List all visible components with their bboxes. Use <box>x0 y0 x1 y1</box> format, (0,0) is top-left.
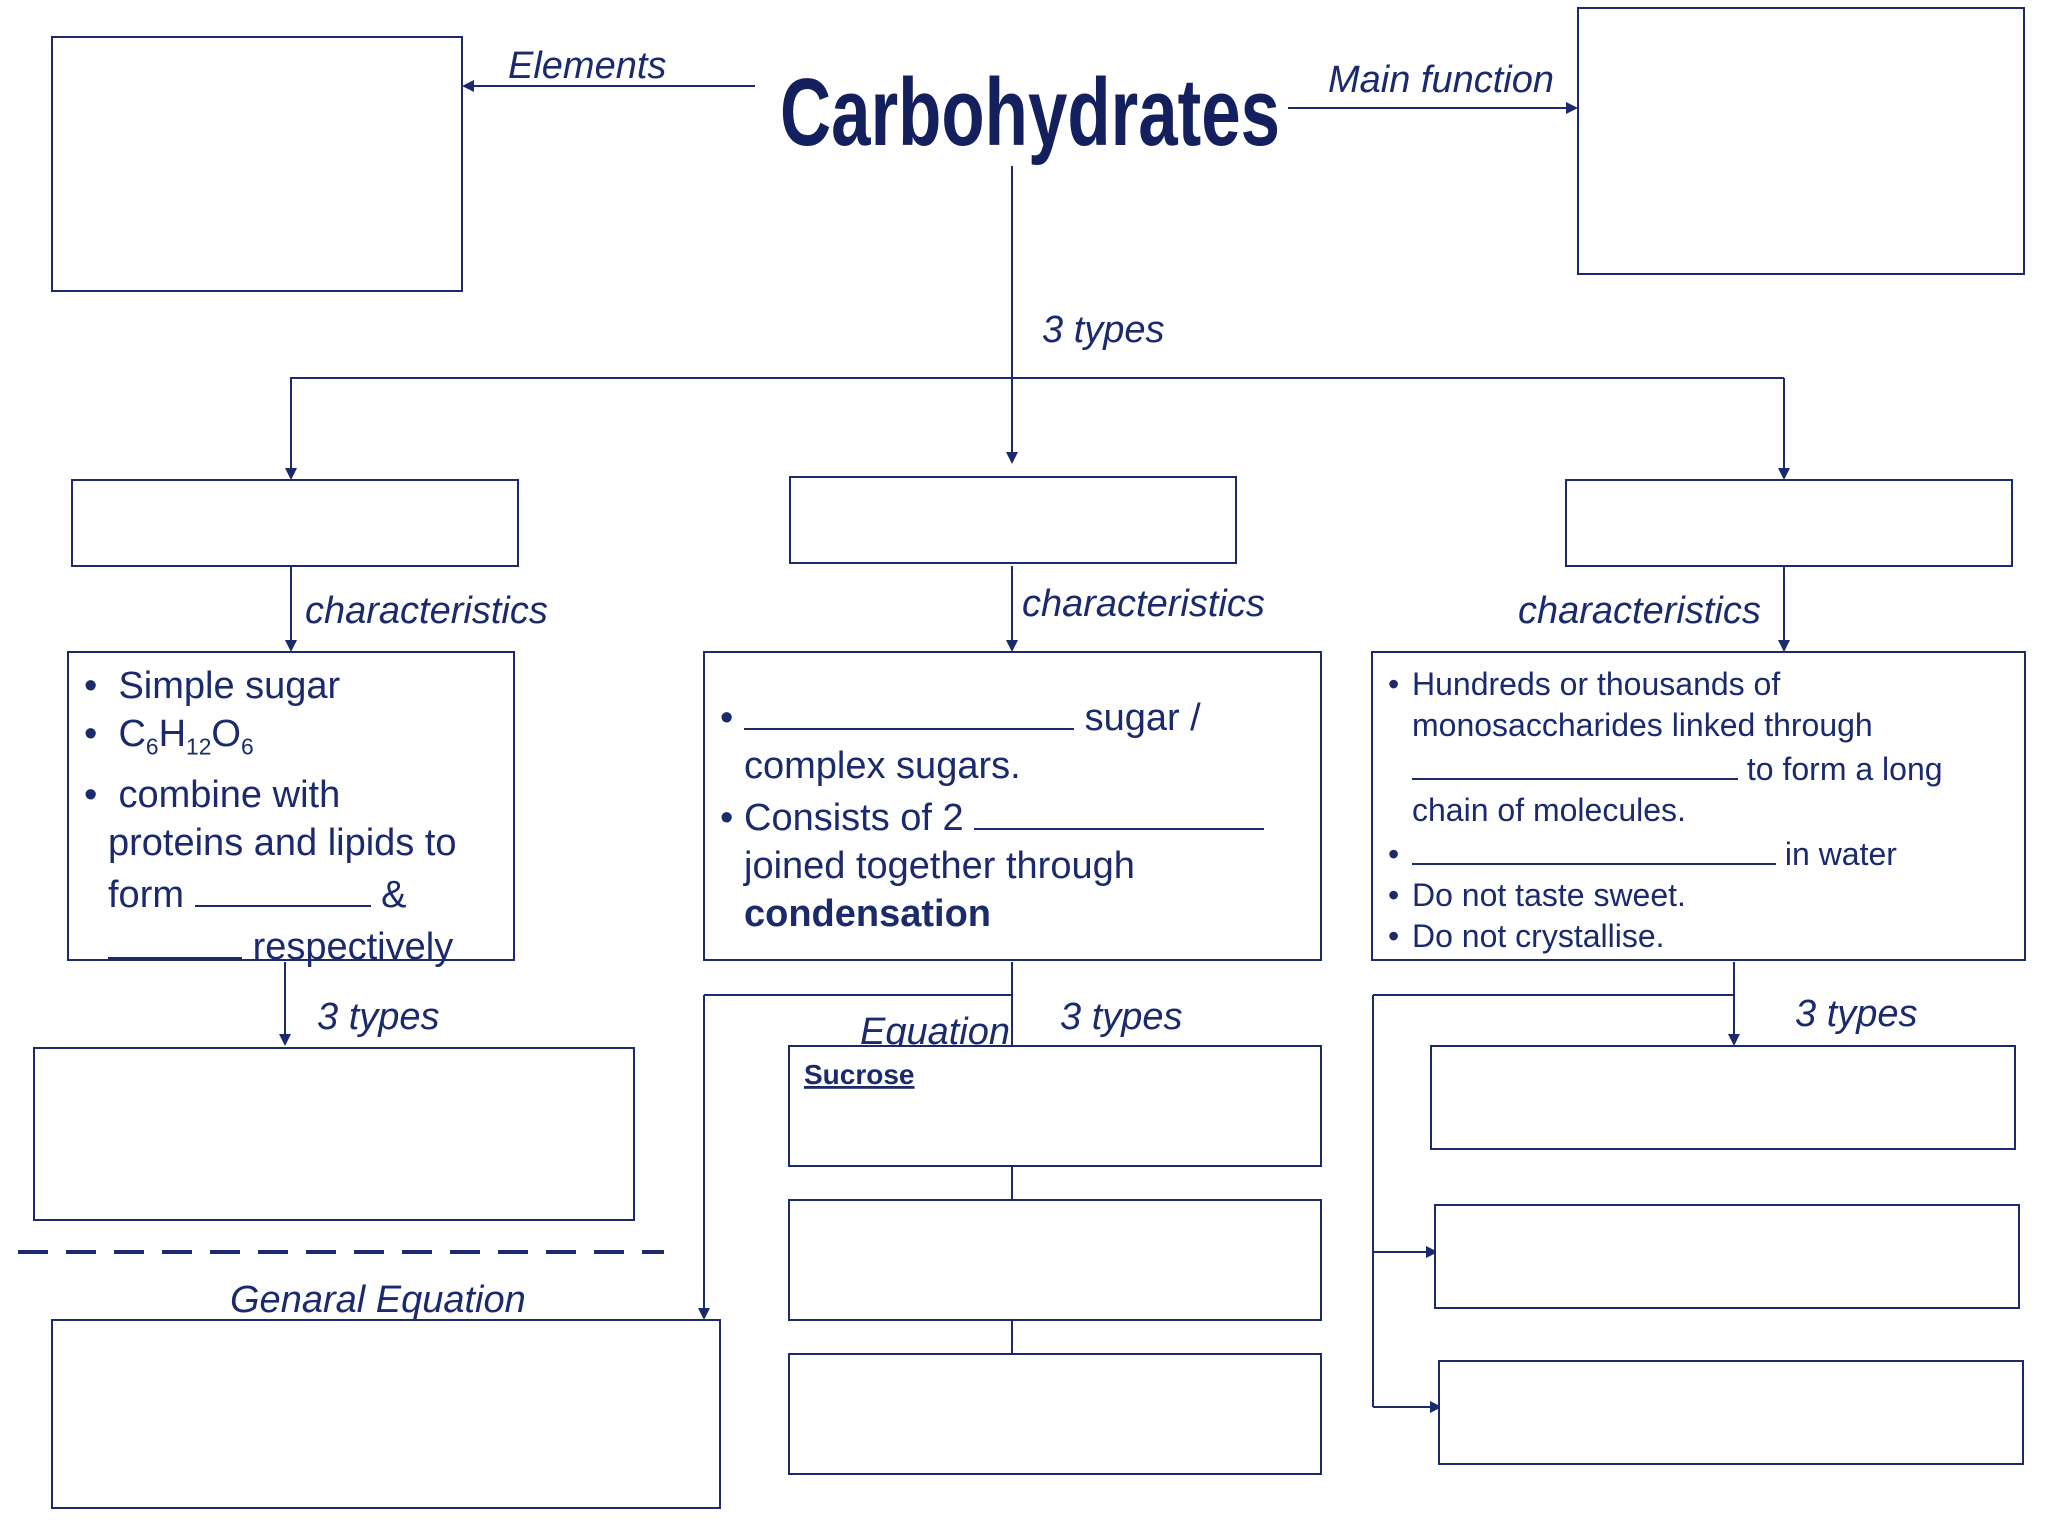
di-type-box-2[interactable] <box>788 1199 1322 1321</box>
list-item-cont: condensation <box>744 893 992 935</box>
di-char-label: characteristics <box>1022 583 1265 625</box>
list-item-cont: form & <box>84 867 504 919</box>
polysaccharide-name-box[interactable] <box>1565 479 2013 567</box>
list-item: • in water <box>1388 831 2018 875</box>
formula-item: • C6H12O6 <box>84 713 254 760</box>
di-characteristics-text: • sugar / complex sugars. •Consists of 2… <box>720 690 1310 938</box>
mono-types-box[interactable] <box>33 1047 635 1221</box>
poly-type-box-2[interactable] <box>1434 1204 2020 1309</box>
list-item: • sugar / <box>720 690 1310 742</box>
blank-field[interactable] <box>194 867 371 907</box>
list-item-cont: chain of molecules. <box>1412 792 1686 828</box>
page-title: Carbohydrates <box>780 59 1280 166</box>
poly-type-box-3[interactable] <box>1438 1360 2024 1465</box>
general-equation-box[interactable] <box>51 1319 721 1509</box>
list-item-cont: complex sugars. <box>744 745 1021 787</box>
monosaccharide-name-box[interactable] <box>71 479 519 567</box>
di-types-label: 3 types <box>1060 996 1183 1038</box>
list-item-cont: to form a long <box>1388 746 2018 790</box>
blank-field[interactable] <box>108 919 242 959</box>
poly-types-label: 3 types <box>1795 993 1918 1035</box>
di-characteristics-box <box>703 651 1322 961</box>
list-item-cont: joined together through <box>744 845 1135 887</box>
list-item: •Hundreds or thousands of <box>1388 666 1781 702</box>
list-item-cont: respectively <box>84 919 504 971</box>
list-item: • Simple sugar <box>84 665 341 707</box>
list-item-cont: proteins and lipids to <box>108 821 457 864</box>
poly-characteristics-text: •Hundreds or thousands of monosaccharide… <box>1388 664 2018 957</box>
sucrose-box[interactable] <box>788 1045 1322 1167</box>
mono-characteristics-text: • Simple sugar • C6H12O6 • combine with … <box>84 662 504 971</box>
blank-field[interactable] <box>1412 746 1738 780</box>
mono-types-label: 3 types <box>317 996 440 1038</box>
disaccharide-name-box[interactable] <box>789 476 1237 564</box>
list-item: •Do not taste sweet. <box>1388 877 1686 913</box>
types-label-main: 3 types <box>1042 309 1165 351</box>
main-function-label: Main function <box>1328 59 1554 101</box>
list-item: • combine with <box>84 773 341 816</box>
blank-field[interactable] <box>974 790 1265 830</box>
general-equation-label: Genaral Equation <box>230 1279 526 1321</box>
blank-field[interactable] <box>744 690 1074 730</box>
elements-box[interactable] <box>51 36 463 292</box>
poly-characteristics-box <box>1371 651 2026 961</box>
sucrose-label: Sucrose <box>804 1059 915 1090</box>
elements-label: Elements <box>508 45 666 87</box>
list-item: •Do not crystallise. <box>1388 918 1665 954</box>
list-item: •Consists of 2 <box>720 790 1310 842</box>
main-function-box[interactable] <box>1577 7 2025 275</box>
list-item-cont: monosaccharides linked through <box>1412 707 1873 743</box>
mono-char-label: characteristics <box>305 590 548 632</box>
mono-characteristics-box <box>67 651 515 961</box>
di-type-box-3[interactable] <box>788 1353 1322 1475</box>
poly-type-box-1[interactable] <box>1430 1045 2016 1150</box>
poly-char-label: characteristics <box>1518 590 1761 632</box>
blank-field[interactable] <box>1412 831 1776 865</box>
